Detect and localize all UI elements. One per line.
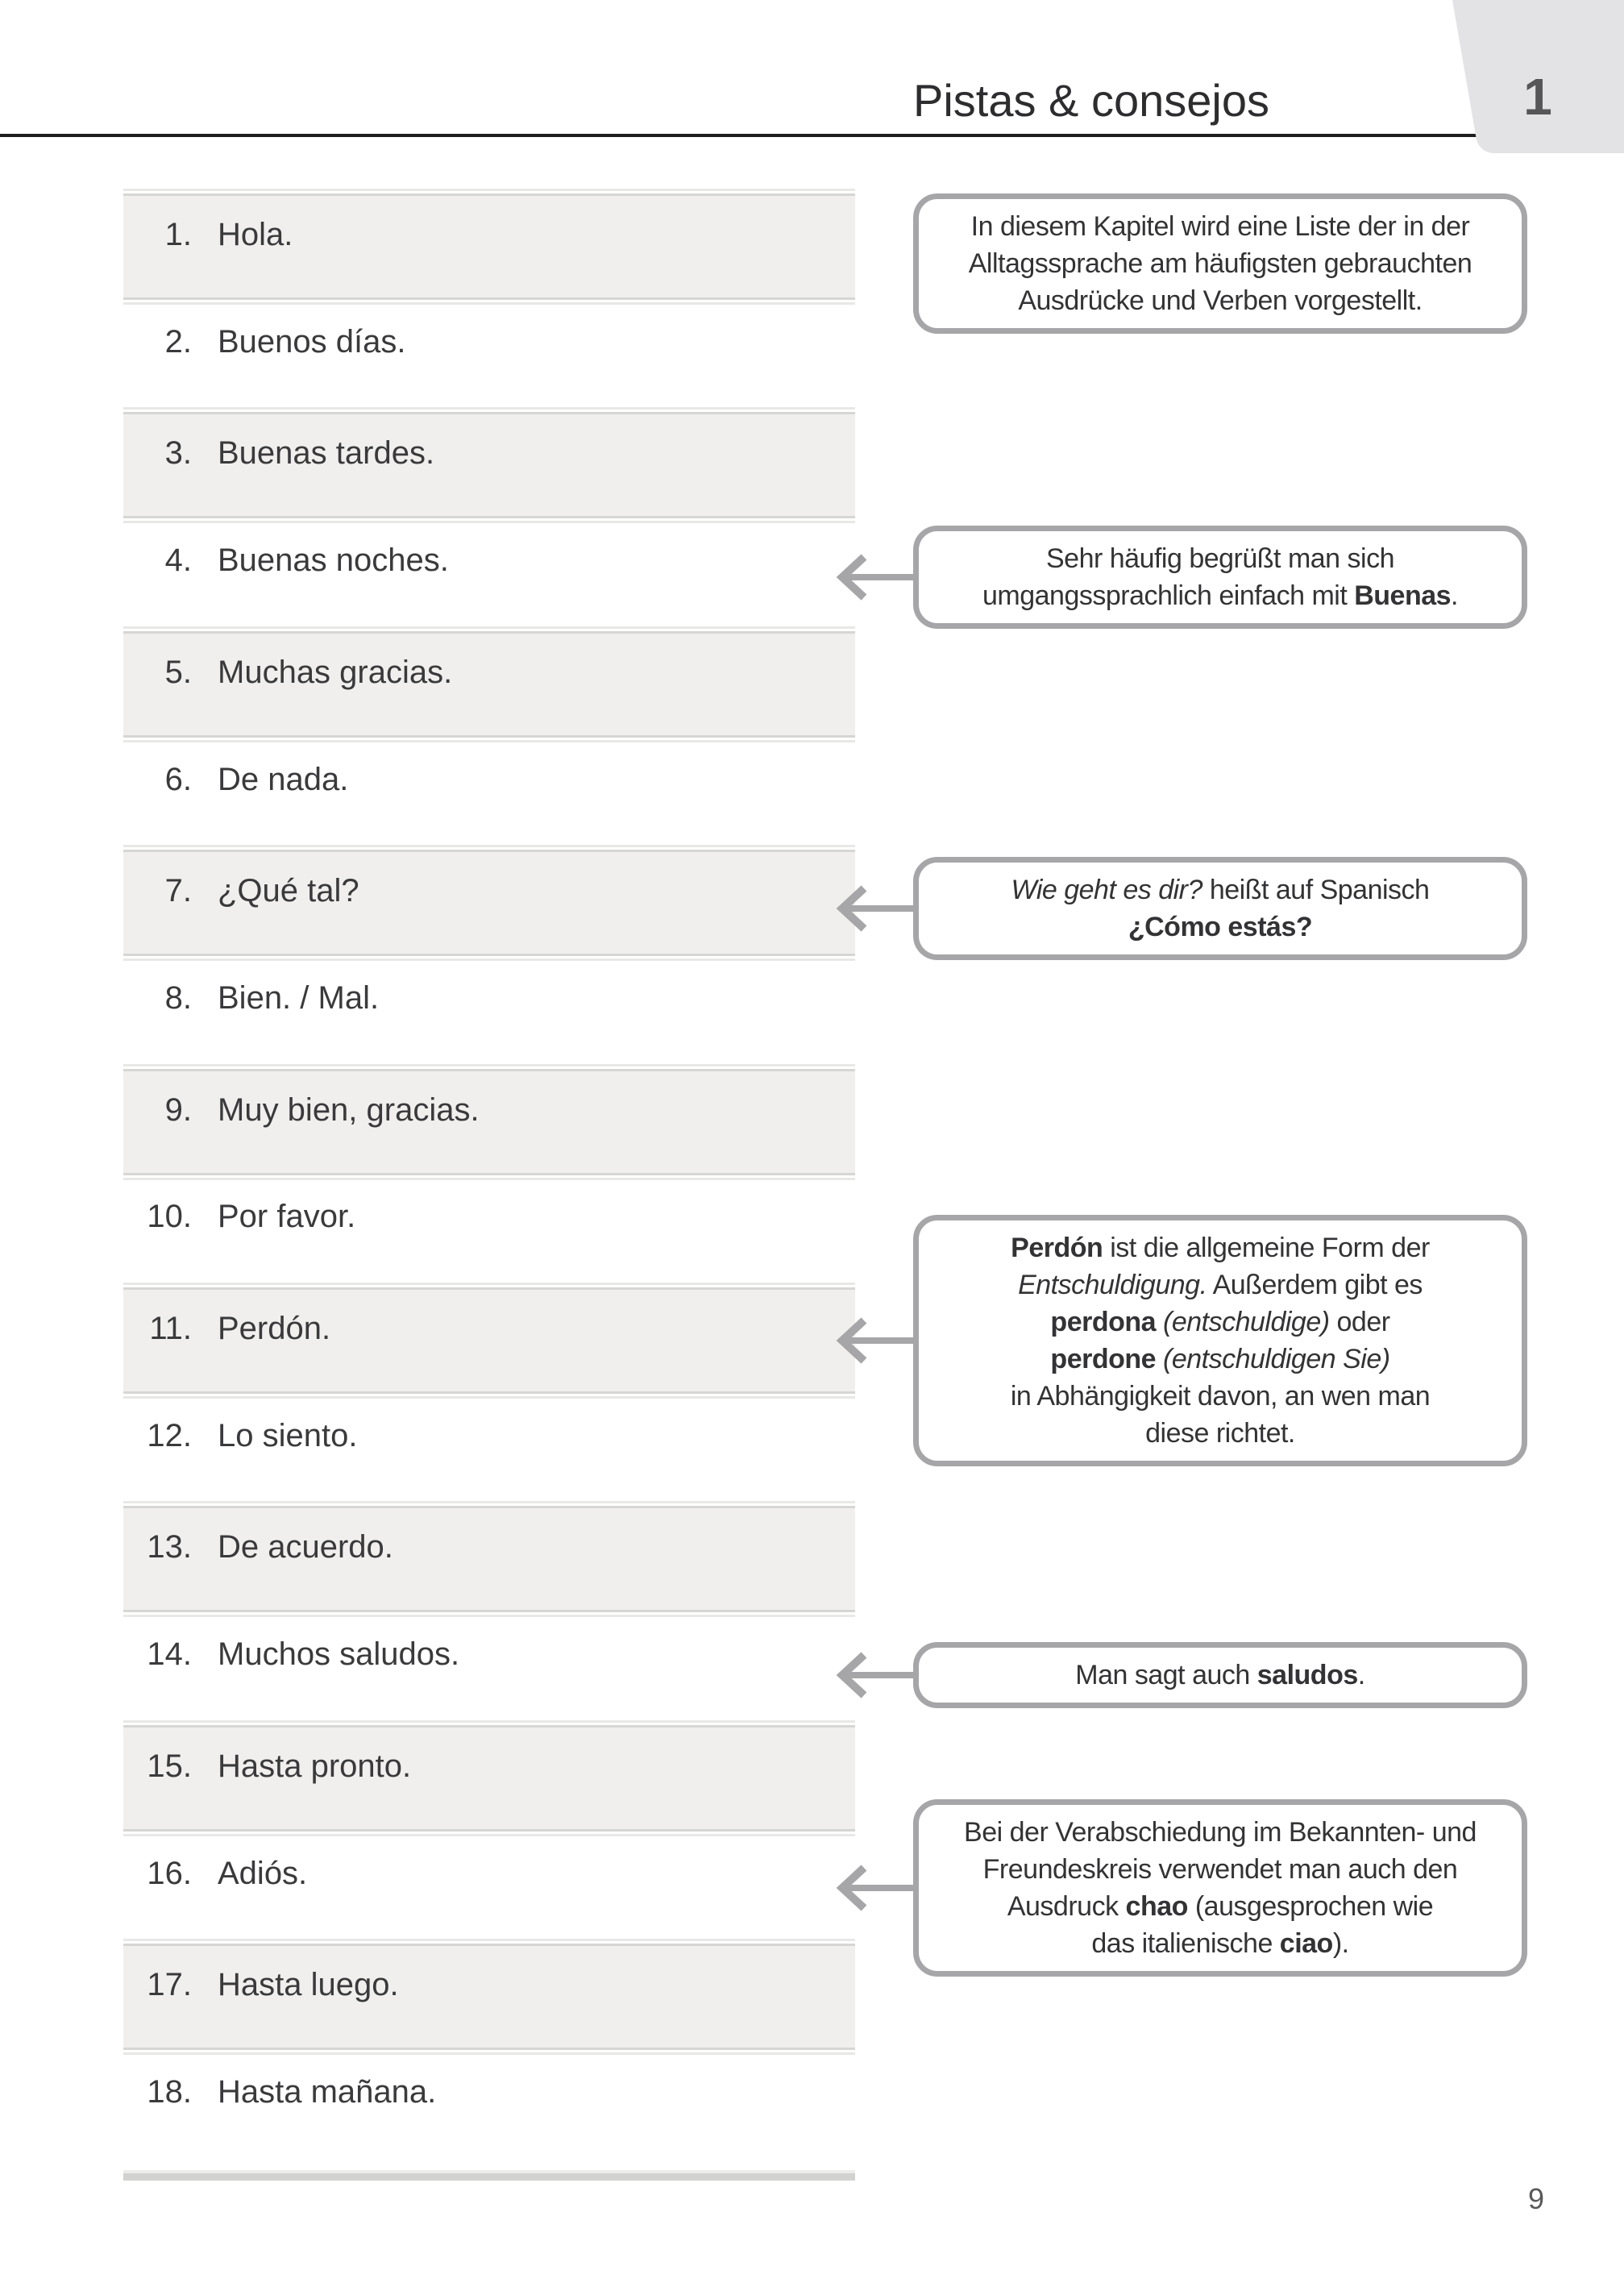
list-item: 18. Hasta mañana. [123, 2053, 855, 2160]
list-item-text: Muchas gracias. [218, 655, 453, 690]
list-item-text: Bien. / Mal. [218, 980, 380, 1016]
callout-line: Ausdrücke und Verben vorgestellt. [1018, 285, 1423, 316]
callout-line: Man sagt auch saludos. [1075, 1660, 1365, 1690]
arrow-left-icon [836, 554, 919, 601]
list-item: 1. Hola. [123, 189, 855, 305]
list-item: 6. De nada. [123, 741, 855, 847]
list-item-text: Por favor. [218, 1199, 356, 1234]
list-item-number: 1. [164, 217, 192, 252]
list-item-number: 18. [147, 2074, 192, 2110]
list-item: 11. Perdón. [123, 1283, 855, 1399]
list-item-text: Hola. [218, 217, 293, 252]
list-item: 10. Por favor. [123, 1178, 855, 1284]
list-item-number: 17. [147, 1967, 192, 2002]
page-title: Pistas & consejos [913, 75, 1269, 126]
callout-box: Man sagt auch saludos. [913, 1642, 1527, 1708]
list-item-number: 16. [147, 1856, 192, 1891]
list-item: 4. Buenas noches. [123, 522, 855, 628]
list-item-number: 2. [164, 324, 192, 360]
list-continuation-bar [123, 2170, 855, 2173]
callout-box: Wie geht es dir? heißt auf Spanisch ¿Cómo… [913, 857, 1527, 960]
callout-line: In diesem Kapitel wird eine Liste der in… [970, 211, 1470, 242]
list-item-text: ¿Qué tal? [218, 873, 359, 908]
list-item: 12. Lo siento. [123, 1397, 855, 1503]
callout-line: das italienische ciao). [1091, 1928, 1349, 1959]
list-item: 5. Muchas gracias. [123, 626, 855, 742]
list-item: 16. Adiós. [123, 1835, 855, 1941]
list-item-number: 7. [164, 873, 192, 908]
callout-box: In diesem Kapitel wird eine Liste der in… [913, 193, 1527, 334]
list-item: 15. Hasta pronto. [123, 1720, 855, 1836]
list-item-number: 12. [147, 1418, 192, 1453]
callout-line: in Abhängigkeit davon, an wen man [1010, 1381, 1431, 1412]
list-item-number: 14. [147, 1636, 192, 1672]
list-item-number: 11. [149, 1311, 192, 1346]
callout-line: Ausdruck chao (ausgesprochen wie [1007, 1891, 1434, 1922]
callout-line: diese richtet. [1145, 1418, 1295, 1449]
list-item-number: 4. [164, 543, 192, 578]
list-item-text: Hasta luego. [218, 1967, 399, 2002]
list-item-number: 8. [164, 980, 192, 1016]
chapter-number: 1 [1523, 68, 1552, 126]
list-item-text: Hasta mañana. [218, 2074, 437, 2110]
list-item: 9. Muy bien, gracias. [123, 1064, 855, 1180]
list-item: 17. Hasta luego. [123, 1939, 855, 2055]
list-item-text: De nada. [218, 762, 349, 797]
arrow-left-icon [836, 1317, 919, 1364]
list-item-text: Adiós. [218, 1856, 308, 1891]
callout-line: Alltagssprache am häufigsten gebrauchten [968, 248, 1472, 279]
list-item-number: 9. [164, 1092, 192, 1128]
callout-line: perdone (entschuldigen Sie) [1050, 1344, 1390, 1374]
list-item: 13. De acuerdo. [123, 1501, 855, 1617]
callout-line: Entschuldigung. Außerdem gibt es [1018, 1270, 1423, 1300]
list-item-text: Buenos días. [218, 324, 406, 360]
callout-line: Bei der Verabschiedung im Bekannten- und [964, 1817, 1477, 1848]
list-item-number: 15. [147, 1748, 192, 1784]
list-item: 2. Buenos días. [123, 303, 855, 410]
list-item-number: 10. [147, 1199, 192, 1234]
callout-line: ¿Cómo estás? [1128, 912, 1313, 942]
callout-line: perdona (entschuldige) oder [1050, 1307, 1390, 1337]
list-item-number: 5. [164, 655, 192, 690]
header-rule [0, 134, 1481, 137]
list-item-text: Buenas tardes. [218, 435, 435, 471]
callout-line: Sehr häufig begrüßt man sich [1045, 543, 1395, 574]
arrow-left-icon [836, 1652, 919, 1698]
list-item-text: Buenas noches. [218, 543, 449, 578]
arrow-left-icon [836, 885, 919, 932]
callout-box: Bei der Verabschiedung im Bekannten- und… [913, 1799, 1527, 1977]
list-continuation-bar [123, 2173, 855, 2181]
list-item-number: 3. [164, 435, 192, 471]
callout-box: Sehr häufig begrüßt man sich umgangssprac… [913, 526, 1527, 629]
list-item-text: Muy bien, gracias. [218, 1092, 480, 1128]
list-item-number: 13. [147, 1529, 192, 1565]
list-item-text: Lo siento. [218, 1418, 358, 1453]
list-item-text: De acuerdo. [218, 1529, 393, 1565]
callout-line: umgangssprachlich einfach mit Buenas. [982, 580, 1459, 611]
callout-line: Wie geht es dir? heißt auf Spanisch [1011, 875, 1430, 905]
list-item-text: Hasta pronto. [218, 1748, 412, 1784]
list-item: 14. Muchos saludos. [123, 1615, 855, 1722]
callout-line: Freundeskreis verwendet man auch den [982, 1854, 1458, 1885]
list-item-text: Perdón. [218, 1311, 331, 1346]
list-item: 8. Bien. / Mal. [123, 959, 855, 1066]
arrow-left-icon [836, 1865, 919, 1911]
page-number: 9 [1527, 2182, 1544, 2215]
list-item: 7. ¿Qué tal? [123, 845, 855, 961]
list-item: 3. Buenas tardes. [123, 407, 855, 523]
callout-line: Perdón ist die allgemeine Form der [1011, 1233, 1430, 1263]
list-item-number: 6. [164, 762, 192, 797]
list-item-text: Muchos saludos. [218, 1636, 460, 1672]
